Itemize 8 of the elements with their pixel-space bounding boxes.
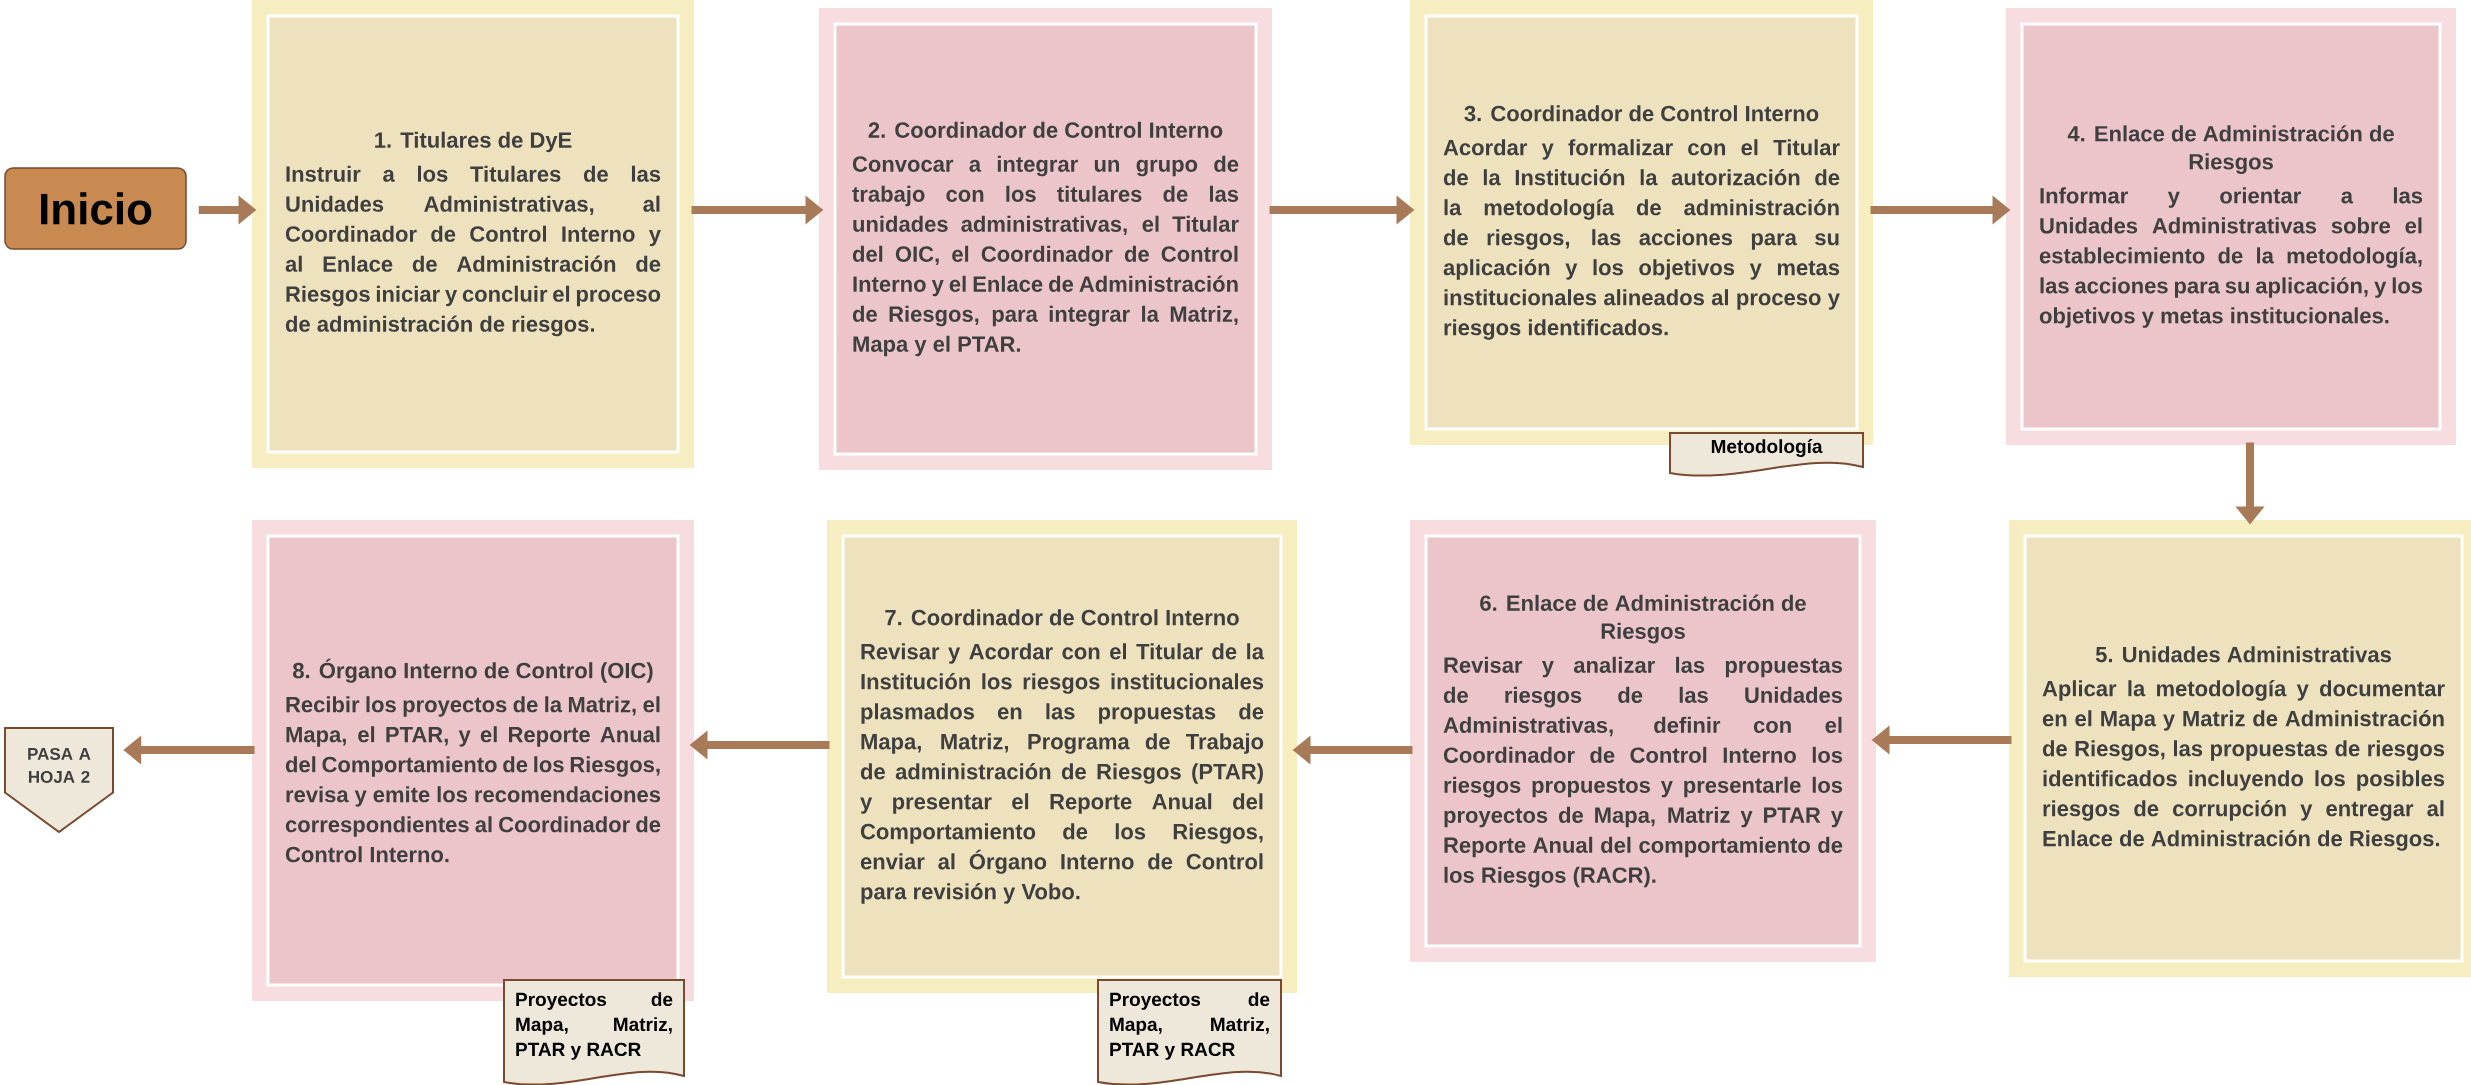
process-box: 4. Enlace de Administración de Riesgos Informar y orientar a las Unidades Administrativas sobre el establecimiento de la metodología, las acciones para su aplicación, y los objetivos y metas institucionales. bbox=[2006, 8, 2457, 445]
process-box: 2. Coordinador de Control Interno Convocar a integrar un grupo de trabajo con los titulares de las unidades administrativas, el Titular del OIC, el Coordinador de Control Interno y el Enlace de Administración de Riesgos, para integrar la Matriz, Mapa y el PTAR. bbox=[819, 8, 1272, 470]
off-page-connector: PASA A HOJA 2 bbox=[4, 727, 114, 834]
process-box: 1. Titulares de DyE Instruir a los Titulares de las Unidades Administrativas, al Coordinador de Control Interno y al Enlace de Administración de Riesgos iniciar y concluir el proceso de administración de riesgos. bbox=[252, 0, 694, 468]
start-box: Inicio bbox=[4, 167, 187, 250]
process-box: 5. Unidades Administrativas Aplicar la metodología y documentar en el Mapa y Matriz de Administración de Riesgos, las propuestas de riesgos identificados incluyendo los posibles riesgos de corrupción y entregar al Enlace de Administración de Riesgos. bbox=[2009, 520, 2471, 977]
process-box: 6. Enlace de Administración de Riesgos Revisar y analizar las propuestas de riesgos de las Unidades Administrativas, definir con el Coordinador de Control Interno los riesgos propuestos y presentarle los proyectos de Mapa, Matriz y PTAR y Reporte Anual del comportamiento de los Riesgos (RACR). bbox=[1410, 520, 1876, 962]
process-box: 7. Coordinador de Control Interno Revisar y Acordar con el Titular de la Institución los riesgos institucionales plasmados en las propuestas de Mapa, Matriz, Programa de Trabajo de administración de Riesgos (PTAR) y presentar el Reporte Anual del Comportamiento de los Riesgos, enviar al Órgano Interno de Control para revisión y Vobo. bbox=[827, 520, 1297, 993]
